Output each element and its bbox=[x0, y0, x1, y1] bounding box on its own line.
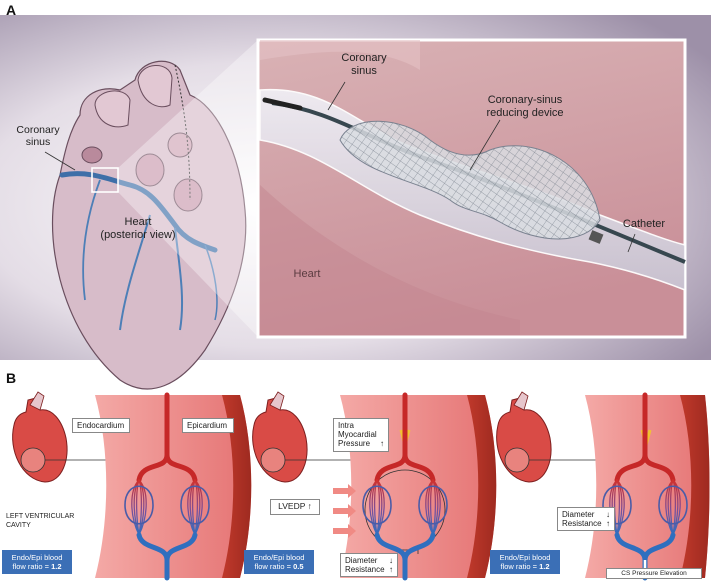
coronary-sinus-label-left-line2: sinus bbox=[25, 136, 51, 149]
pressure-line1: Intra bbox=[338, 421, 355, 430]
cs-pressure-elevation-label: CS Pressure Elevation bbox=[606, 568, 702, 580]
endocardium-label: Endocardium bbox=[72, 418, 130, 434]
zoom-region-box bbox=[91, 167, 119, 193]
ratio-box-1-prefix: flow ratio = bbox=[12, 562, 52, 571]
panel-b-letter: B bbox=[6, 370, 17, 386]
ratio-box-2-line2: flow ratio = 0.5 bbox=[244, 562, 314, 571]
scenario1-illustration bbox=[12, 391, 252, 578]
lvedp-label: LVEDP ↑ bbox=[270, 499, 320, 515]
ratio-box-2: Endo/Epi blood flow ratio = 0.5 bbox=[244, 550, 314, 574]
resistance-up-arrow-icon-3: ↑ bbox=[606, 519, 610, 529]
coronary-sinus-label-left-line1: Coronary bbox=[16, 124, 60, 136]
pressure-line3: Pressure ↑ bbox=[338, 439, 384, 448]
coronary-sinus-leader bbox=[44, 151, 76, 171]
device-label-line2: reducing device bbox=[486, 106, 564, 119]
diameter-down-arrow-icon-2: ↓ bbox=[389, 556, 393, 565]
diameter-text-3: Diameter bbox=[562, 510, 595, 519]
diameter-resistance-label-3: Diameter ↓ Resistance ↑ bbox=[557, 507, 615, 532]
diameter-line-3: Diameter ↓ bbox=[562, 510, 610, 519]
diameter-down-arrow-icon-3: ↓ bbox=[606, 510, 610, 519]
coronary-sinus-label-inset-line2: sinus bbox=[351, 64, 377, 77]
diameter-resistance-label-2: Diameter ↓ Resistance ↑ bbox=[340, 553, 398, 578]
heart-posterior-label-line2: (posterior view) bbox=[100, 228, 176, 241]
intramyocardial-pressure-label: Intra Myocardial Pressure ↑ bbox=[333, 418, 389, 452]
ratio-box-2-line1: Endo/Epi blood bbox=[253, 553, 305, 562]
ratio-box-3-value: 1.2 bbox=[539, 562, 550, 571]
heart-posterior-label: Heart (posterior view) bbox=[88, 216, 188, 241]
ratio-box-2-prefix: flow ratio = bbox=[254, 562, 294, 571]
vessel-tree-2 bbox=[362, 392, 448, 581]
panel-a-letter: A bbox=[6, 2, 17, 18]
resistance-up-arrow-icon-2: ↑ bbox=[389, 565, 393, 575]
lv-cavity-label-line2: CAVITY bbox=[6, 521, 31, 529]
heart-posterior-label-line1: Heart bbox=[124, 216, 152, 228]
resistance-text-2: Resistance bbox=[345, 565, 385, 575]
ratio-box-1-line1: Endo/Epi blood bbox=[11, 553, 63, 562]
ratio-box-3: Endo/Epi blood flow ratio = 1.2 bbox=[490, 550, 560, 574]
ratio-box-3-prefix: flow ratio = bbox=[500, 562, 540, 571]
vessel-tree-1 bbox=[124, 392, 210, 581]
pressure-up-arrow-icon: ↑ bbox=[380, 439, 384, 449]
resistance-line-2: Resistance ↑ bbox=[345, 565, 393, 574]
pressure-line3-text: Pressure bbox=[338, 439, 371, 449]
zoom-connector bbox=[118, 40, 258, 337]
lv-cavity-label-line1: LEFT VENTRICULAR bbox=[6, 513, 75, 520]
ratio-box-3-line2: flow ratio = 1.2 bbox=[490, 562, 560, 571]
resistance-line-3: Resistance ↑ bbox=[562, 519, 610, 528]
coronary-sinus-label-inset-line1: Coronary bbox=[341, 52, 387, 64]
device-label-line1: Coronary-sinus bbox=[487, 94, 563, 106]
catheter-label: Catheter bbox=[622, 218, 666, 230]
resistance-text-3: Resistance bbox=[562, 519, 602, 529]
ratio-box-1: Endo/Epi blood flow ratio = 1.2 bbox=[2, 550, 72, 574]
coronary-sinus-label-left: Coronary sinus bbox=[8, 124, 68, 148]
coronary-sinus-label-inset: Coronary sinus bbox=[334, 52, 394, 77]
ratio-box-1-value: 1.2 bbox=[51, 562, 62, 571]
pressure-line2: Myocardial bbox=[338, 430, 377, 440]
diameter-line-2: Diameter ↓ bbox=[345, 556, 393, 565]
heart-label-inset: Heart bbox=[293, 268, 321, 280]
ratio-box-2-value: 0.5 bbox=[293, 562, 304, 571]
ratio-box-3-line1: Endo/Epi blood bbox=[499, 553, 551, 562]
device-label: Coronary-sinus reducing device bbox=[465, 94, 585, 119]
diameter-text-2: Diameter bbox=[345, 556, 378, 565]
heart-illustration bbox=[51, 60, 247, 390]
ratio-box-1-line2: flow ratio = 1.2 bbox=[2, 562, 72, 571]
inset-illustration bbox=[256, 38, 687, 339]
lv-cavity-label: LEFT VENTRICULAR CAVITY bbox=[6, 513, 74, 531]
epicardium-label: Epicardium bbox=[182, 418, 234, 434]
